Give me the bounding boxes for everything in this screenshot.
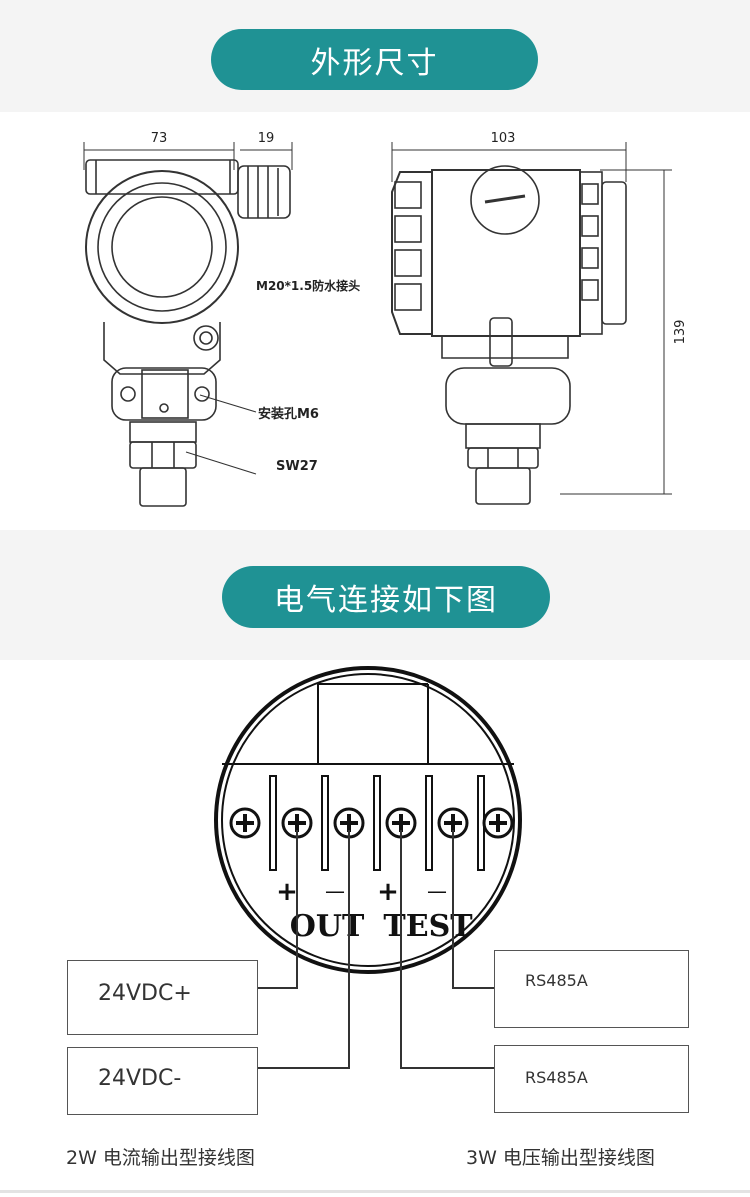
- hex-fitting: [129, 441, 197, 469]
- label-thread: M20*1.5防水接头: [256, 278, 360, 293]
- box-rs485a-top: RS485A: [494, 950, 689, 1028]
- wire-out-minus: [258, 830, 350, 1069]
- box-24vdc-pos: 24VDC+: [67, 960, 258, 1035]
- sign-out-minus: —: [325, 879, 345, 903]
- sign-test-plus: +: [377, 877, 399, 907]
- side-body: [431, 169, 581, 337]
- label-test: TEST: [383, 909, 473, 944]
- wire-test-plus: [400, 830, 494, 1069]
- section-title-wiring: 电气连接如下图: [222, 566, 550, 628]
- caption-3w: 3W 电压输出型接线图: [466, 1147, 655, 1169]
- box-rs485a-bottom: RS485A: [494, 1045, 689, 1113]
- box-rs485a-top-label: RS485A: [525, 971, 588, 990]
- terminal-screws: [229, 807, 514, 839]
- sign-out-plus: +: [276, 877, 298, 907]
- terminal-housing-circle: [214, 666, 522, 974]
- dim-label-73: 73: [151, 131, 168, 146]
- label-mount-hole: 安装孔M6: [258, 406, 319, 422]
- wire-out-plus: [258, 830, 298, 989]
- dim-label-103: 103: [491, 131, 516, 146]
- sign-test-minus: —: [427, 879, 447, 903]
- section-title-dimensions: 外形尺寸: [211, 29, 538, 90]
- front-housing: [85, 170, 239, 324]
- terminal-screw-1: [229, 807, 261, 839]
- caption-2w: 2W 电流输出型接线图: [66, 1147, 255, 1169]
- dimension-drawing: 73 19 103 139 M20*1.5防水接头 安装孔M6 SW27: [83, 131, 688, 507]
- label-out: OUT: [290, 909, 365, 944]
- footer-rule: [0, 1190, 750, 1193]
- wire-test-minus: [452, 830, 494, 989]
- side-sensor-block: [445, 367, 571, 425]
- dim-label-19: 19: [258, 131, 275, 146]
- box-24vdc-pos-label: 24VDC+: [98, 981, 192, 1006]
- mount-block: [111, 367, 217, 421]
- cable-gland: [237, 165, 291, 219]
- box-24vdc-neg: 24VDC-: [67, 1047, 258, 1115]
- dim-label-139: 139: [673, 320, 688, 345]
- terminal-screw-6: [482, 807, 514, 839]
- label-wrench: SW27: [276, 459, 318, 474]
- box-rs485a-bottom-label: RS485A: [525, 1068, 588, 1087]
- box-24vdc-neg-label: 24VDC-: [98, 1066, 182, 1091]
- section-title-wiring-text: 电气连接如下图: [274, 583, 498, 618]
- section-title-dimensions-text: 外形尺寸: [310, 45, 439, 81]
- wiring-diagram: + — + — OUT TEST: [214, 666, 522, 1069]
